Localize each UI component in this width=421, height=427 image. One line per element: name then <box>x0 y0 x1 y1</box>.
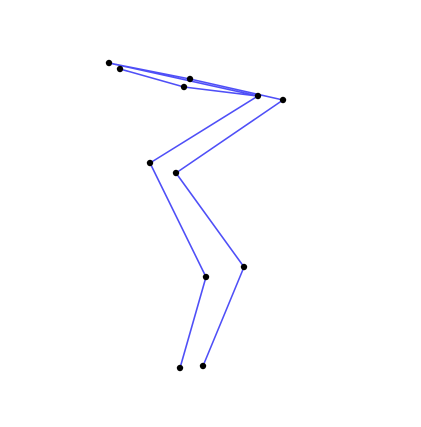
bone-e-g <box>149 95 259 164</box>
bone-h-j <box>175 172 245 268</box>
joint-e <box>254 92 262 100</box>
joint-b <box>116 65 124 73</box>
bone-lines <box>108 62 284 369</box>
bone-b-d <box>119 68 185 88</box>
joint-k <box>176 364 184 372</box>
bone-i-k <box>179 276 207 369</box>
joint-l <box>199 362 207 370</box>
joint-points <box>105 59 287 372</box>
joint-g <box>146 159 154 167</box>
joint-j <box>240 263 248 271</box>
joint-h <box>172 169 180 177</box>
joint-c <box>186 75 194 83</box>
joint-d <box>180 83 188 91</box>
joint-a <box>105 59 113 67</box>
bone-g-i <box>149 162 207 278</box>
bone-j-l <box>202 266 245 367</box>
bone-d-e <box>183 86 259 97</box>
bone-f-h <box>175 99 284 174</box>
joint-i <box>202 273 210 281</box>
joint-f <box>279 96 287 104</box>
bone-a-e <box>108 62 259 97</box>
bone-c-f <box>189 78 284 101</box>
